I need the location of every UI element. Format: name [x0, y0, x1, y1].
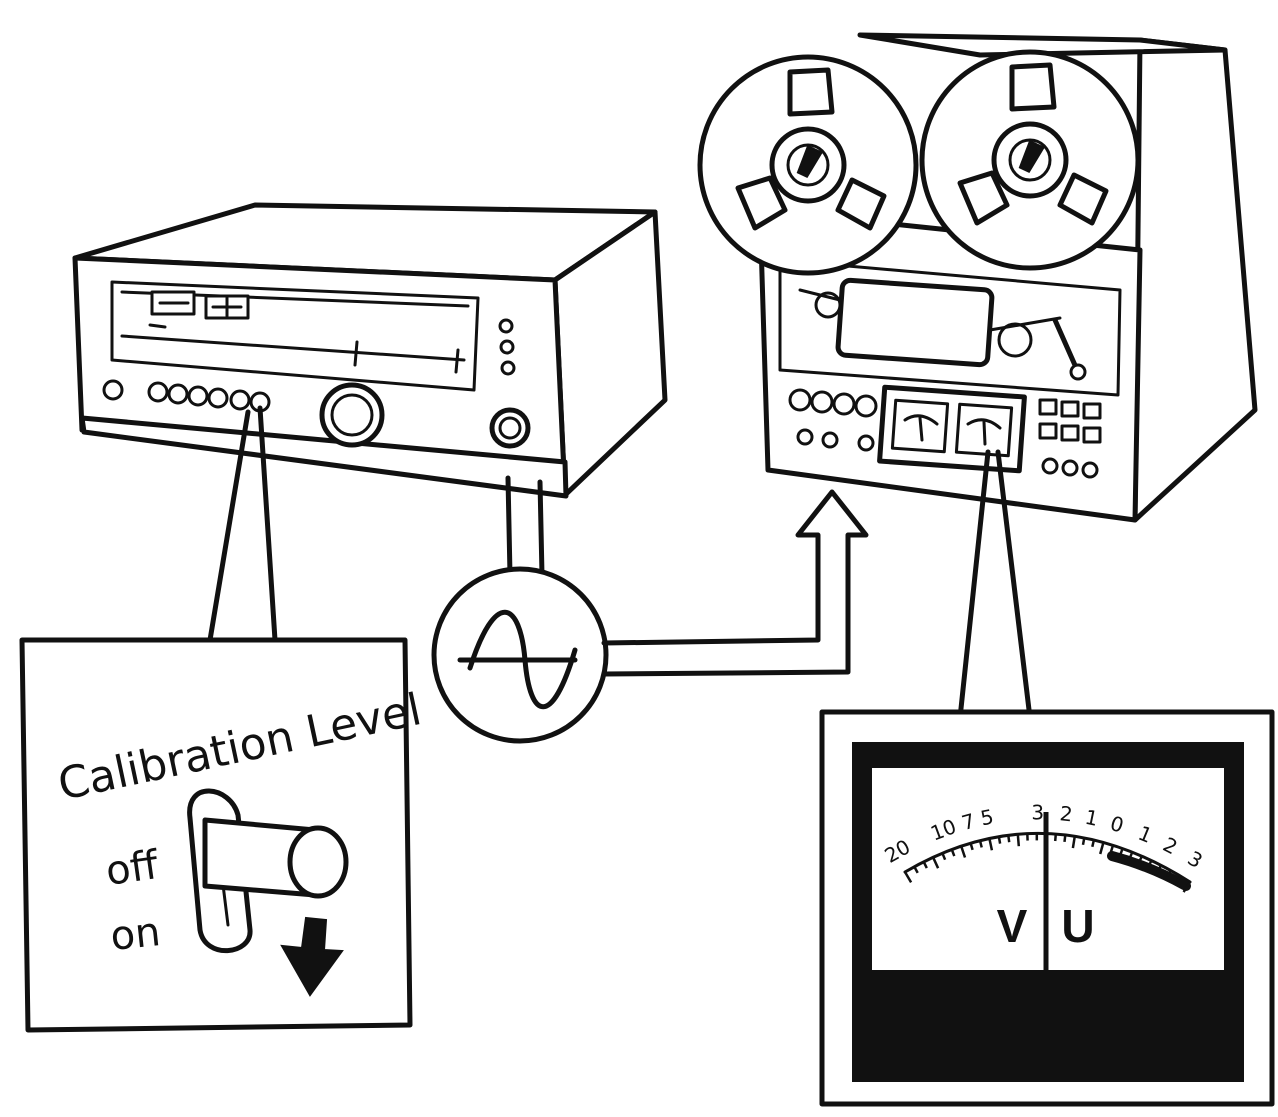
vu-meter-callout: 20 10 7 5 3 2 1 0 1 2 3 V U — [822, 452, 1272, 1104]
sine-wave-signal-icon — [434, 569, 606, 741]
option-on-label: on — [108, 909, 162, 960]
recorder-side-panel — [1135, 40, 1255, 520]
tape-head-cover — [838, 280, 993, 365]
signal-path — [434, 478, 866, 741]
vu-scale-label: 3 — [1031, 800, 1044, 824]
signal-arrow-icon — [604, 492, 866, 674]
indicator-light — [500, 320, 512, 332]
vu-scale-tick — [980, 841, 982, 848]
vu-scale-tick — [1083, 838, 1084, 845]
option-off-label: off — [103, 842, 162, 895]
vu-scale-tick — [1055, 834, 1056, 841]
tape-recorder-device — [700, 35, 1255, 520]
vu-letter-v: V — [997, 900, 1028, 952]
tape-reel-right — [922, 52, 1138, 268]
vu-scale-tick — [1008, 835, 1009, 842]
vu-scale-tick — [1065, 835, 1066, 842]
tape-reel-left — [700, 57, 916, 273]
calibration-callout: Calibration Level off on — [22, 408, 426, 1030]
indicator-light — [502, 362, 514, 374]
vu-scale-tick — [1092, 840, 1094, 847]
signal-generator-device — [75, 205, 665, 496]
indicator-light — [501, 341, 513, 353]
vu-scale-tick — [999, 837, 1000, 844]
volume-knob — [492, 410, 528, 446]
vu-scale-label: 2 — [1059, 801, 1074, 826]
vu-letter-u: U — [1061, 900, 1094, 952]
vu-scale-tick — [1018, 834, 1019, 846]
